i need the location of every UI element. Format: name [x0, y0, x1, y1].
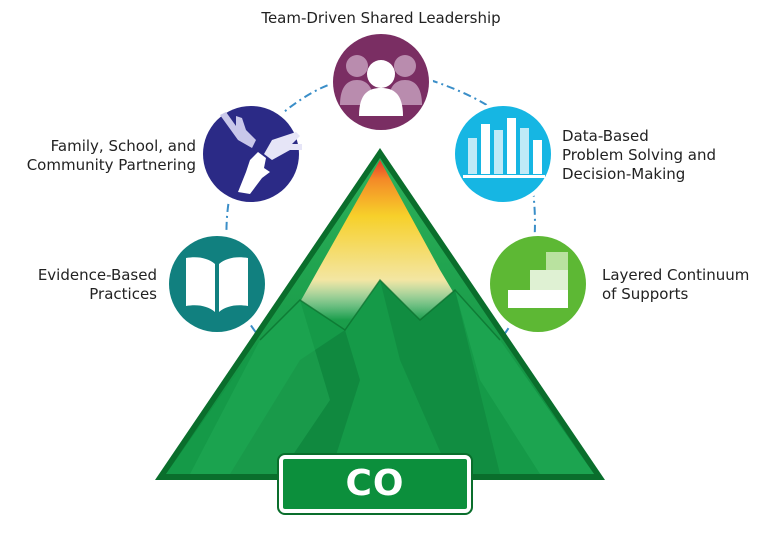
label-evidence-practices: Evidence-Based Practices: [37, 266, 157, 303]
steps-icon: [508, 252, 568, 308]
co-mtss-banner: CO MTSS: [279, 455, 471, 554]
mtss-diagram: [155, 30, 605, 480]
mountain: [155, 148, 605, 480]
bar-chart-icon: [463, 118, 545, 178]
label-team-leadership: Team-Driven Shared Leadership: [261, 9, 501, 27]
team-leadership-badge: [329, 30, 433, 134]
layered-supports-badge: [486, 232, 590, 336]
label-data-decision: Data-Based Problem Solving and Decision-…: [562, 127, 717, 183]
label-layered-supports: Layered Continuum of Supports: [602, 266, 750, 303]
open-book-icon: [186, 257, 248, 312]
evidence-practices-badge: [165, 232, 269, 336]
family-partnering-badge: [199, 102, 303, 206]
hands-icon: [220, 112, 302, 194]
mountain-glow: [290, 160, 470, 320]
data-decision-badge: [451, 102, 555, 206]
label-family-partnering: Family, School, and Community Partnering: [26, 137, 196, 174]
